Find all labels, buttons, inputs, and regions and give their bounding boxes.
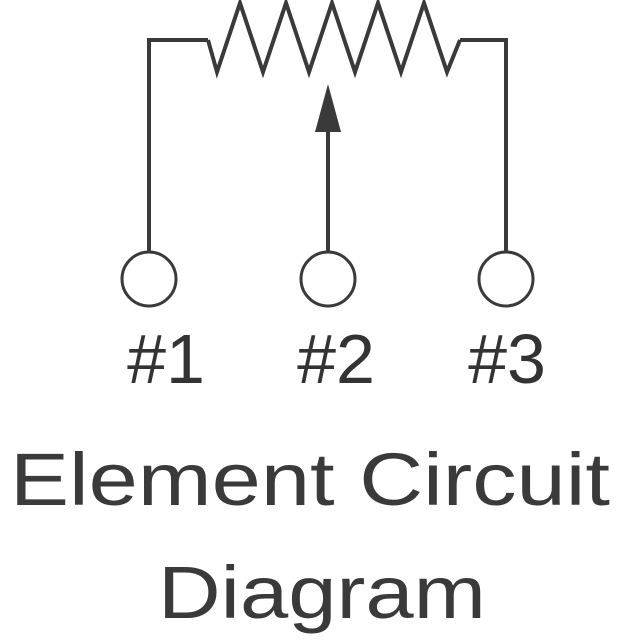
lead-terminal-3	[460, 38, 508, 252]
terminal-1-label: #1	[127, 320, 205, 398]
wiper-arrowhead	[315, 84, 341, 132]
resistor-zigzag	[206, 0, 462, 79]
lead-terminal-1	[147, 38, 208, 252]
caption-line-1: Element Circuit	[10, 438, 611, 521]
terminal-1-circle	[120, 250, 178, 308]
wiper-arrow	[315, 84, 341, 252]
resistor-element	[147, 0, 508, 252]
terminal-3-circle	[477, 250, 535, 308]
terminal-2-label: #2	[297, 320, 375, 398]
caption-line-2: Diagram	[158, 551, 486, 634]
terminal-2-circle	[299, 250, 357, 308]
terminals	[120, 250, 535, 308]
terminal-3-label: #3	[468, 320, 546, 398]
